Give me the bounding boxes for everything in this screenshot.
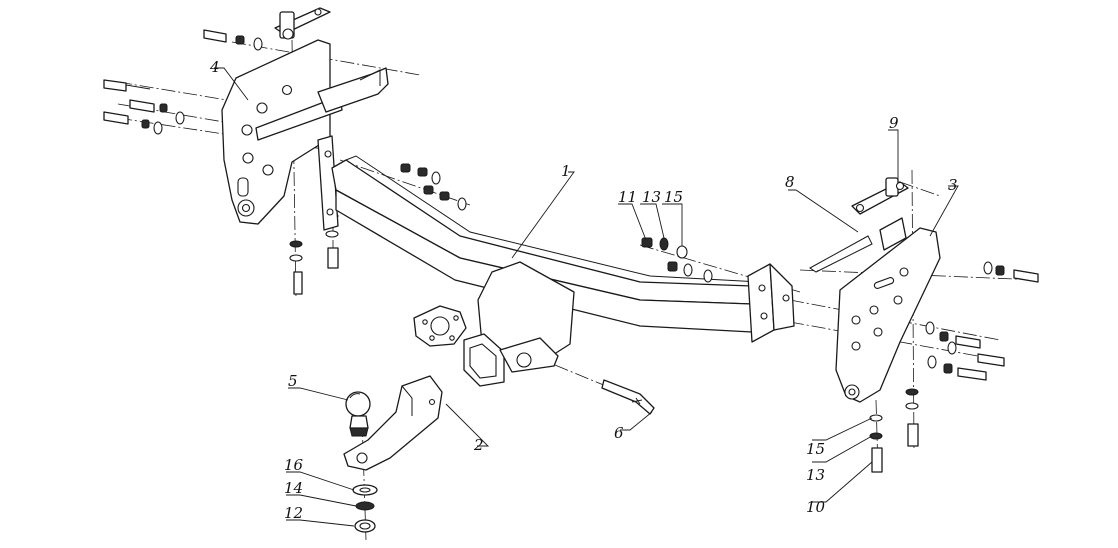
right-top-clamp-plate <box>851 177 909 215</box>
callout-15-top: 15 <box>664 188 683 206</box>
callout-4: 4 <box>209 58 220 76</box>
left-top-clamp-plate <box>274 7 331 40</box>
callout-14: 14 <box>284 479 303 497</box>
callout-15-bottom: 15 <box>806 440 825 458</box>
callout-11: 11 <box>618 188 637 206</box>
callout-5: 5 <box>288 372 298 390</box>
callout-2: 2 <box>473 436 484 454</box>
callout-13-top: 13 <box>642 188 661 206</box>
receiver-tube <box>413 261 575 387</box>
callout-16: 16 <box>284 456 304 474</box>
callout-labels: 1 2 3 4 5 6 8 9 11 13 15 15 13 10 16 14 … <box>209 58 958 522</box>
callout-9: 9 <box>889 114 899 132</box>
left-bolt-set <box>103 29 467 295</box>
callout-1: 1 <box>561 162 571 180</box>
right-outer-fasteners <box>869 261 1039 473</box>
tow-ball <box>345 391 371 437</box>
left-side-bracket <box>221 39 389 225</box>
ball-fasteners <box>352 484 378 533</box>
hitch-pin <box>601 379 655 415</box>
callout-10: 10 <box>806 498 826 516</box>
leader-lines <box>214 67 959 527</box>
callout-8: 8 <box>785 173 795 191</box>
ball-mount <box>343 375 443 471</box>
right-inner-fasteners <box>641 237 713 283</box>
right-side-bracket <box>809 217 941 403</box>
callout-12: 12 <box>284 504 303 522</box>
callout-3: 3 <box>948 176 958 194</box>
callout-13-bottom: 13 <box>806 466 825 484</box>
callout-6: 6 <box>614 424 624 442</box>
